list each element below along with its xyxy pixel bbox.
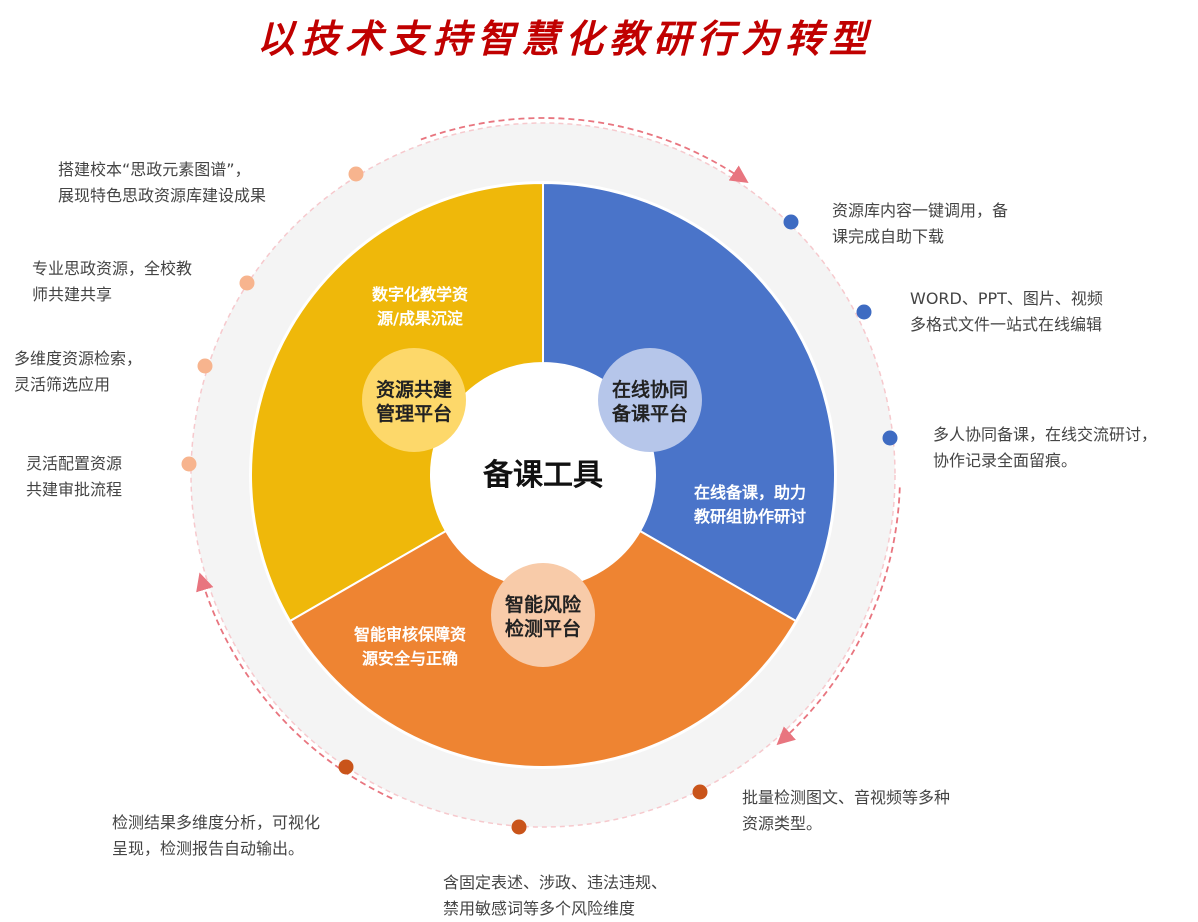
segment-caption-risk: 智能审核保障资 (354, 625, 466, 644)
page-title: 以技术支持智慧化教研行为转型 (256, 16, 873, 61)
platform-label-collab: 在线协同 (612, 378, 688, 401)
note-risk-dimensions: 含固定表述、涉政、违法违规、 禁用敏感词等多个风险维度 (443, 873, 668, 918)
bullet-dot (856, 304, 872, 320)
note-collab-record: 多人协同备课，在线交流研讨， 协作记录全面留痕。 (933, 425, 1158, 470)
bullet-dot (692, 784, 708, 800)
bullet-dot (338, 759, 354, 775)
segment-caption-resource: 源/成果沉淀 (377, 309, 464, 328)
platform-label-resource: 资源共建 (376, 378, 452, 401)
note-shared-resources: 专业思政资源，全校教 师共建共享 (32, 259, 193, 304)
segment-caption-collab: 教研组协作研讨 (694, 507, 806, 526)
bullet-dot (239, 275, 255, 291)
note-approval-flow: 灵活配置资源 共建审批流程 (26, 454, 123, 499)
platform-label-risk: 检测平台 (505, 617, 581, 640)
center-circle (431, 363, 655, 587)
note-batch-detect: 批量检测图文、音视频等多种 资源类型。 (742, 788, 951, 833)
note-resource-search: 多维度资源检索， 灵活筛选应用 (14, 349, 143, 394)
platform-label-resource: 管理平台 (376, 402, 452, 425)
segment-caption-collab: 在线备课，助力 (694, 483, 806, 502)
platform-circle-risk (491, 563, 595, 667)
dashed-guide-circle (190, 122, 896, 828)
center-label: 备课工具 (483, 458, 603, 493)
platform-circle-collab (598, 348, 702, 452)
platform-label-risk: 智能风险 (505, 593, 582, 616)
bullet-dot (783, 214, 799, 230)
note-one-click-call: 资源库内容一键调用，备 课完成自助下载 (832, 201, 1009, 246)
bullet-dot (197, 358, 213, 374)
platform-label-collab: 备课平台 (611, 402, 688, 425)
segment-caption-resource: 数字化教学资 (372, 285, 468, 304)
note-result-analysis: 检测结果多维度分析，可视化 呈现，检测报告自动输出。 (112, 813, 321, 858)
note-multi-format-edit: WORD、PPT、图片、视频 多格式文件一站式在线编辑 (910, 289, 1103, 334)
bullet-dot (348, 166, 364, 182)
segment-caption-risk: 源安全与正确 (362, 649, 458, 668)
platform-circle-resource (362, 348, 466, 452)
note-element-map: 搭建校本“思政元素图谱”， 展现特色思政资源库建设成果 (58, 160, 267, 205)
bullet-dot (181, 456, 197, 472)
bullet-dot (511, 819, 527, 835)
dashed-arrow-arc-right (776, 487, 901, 746)
dashed-arrow-arc-top (420, 117, 749, 184)
bullet-dot (882, 430, 898, 446)
